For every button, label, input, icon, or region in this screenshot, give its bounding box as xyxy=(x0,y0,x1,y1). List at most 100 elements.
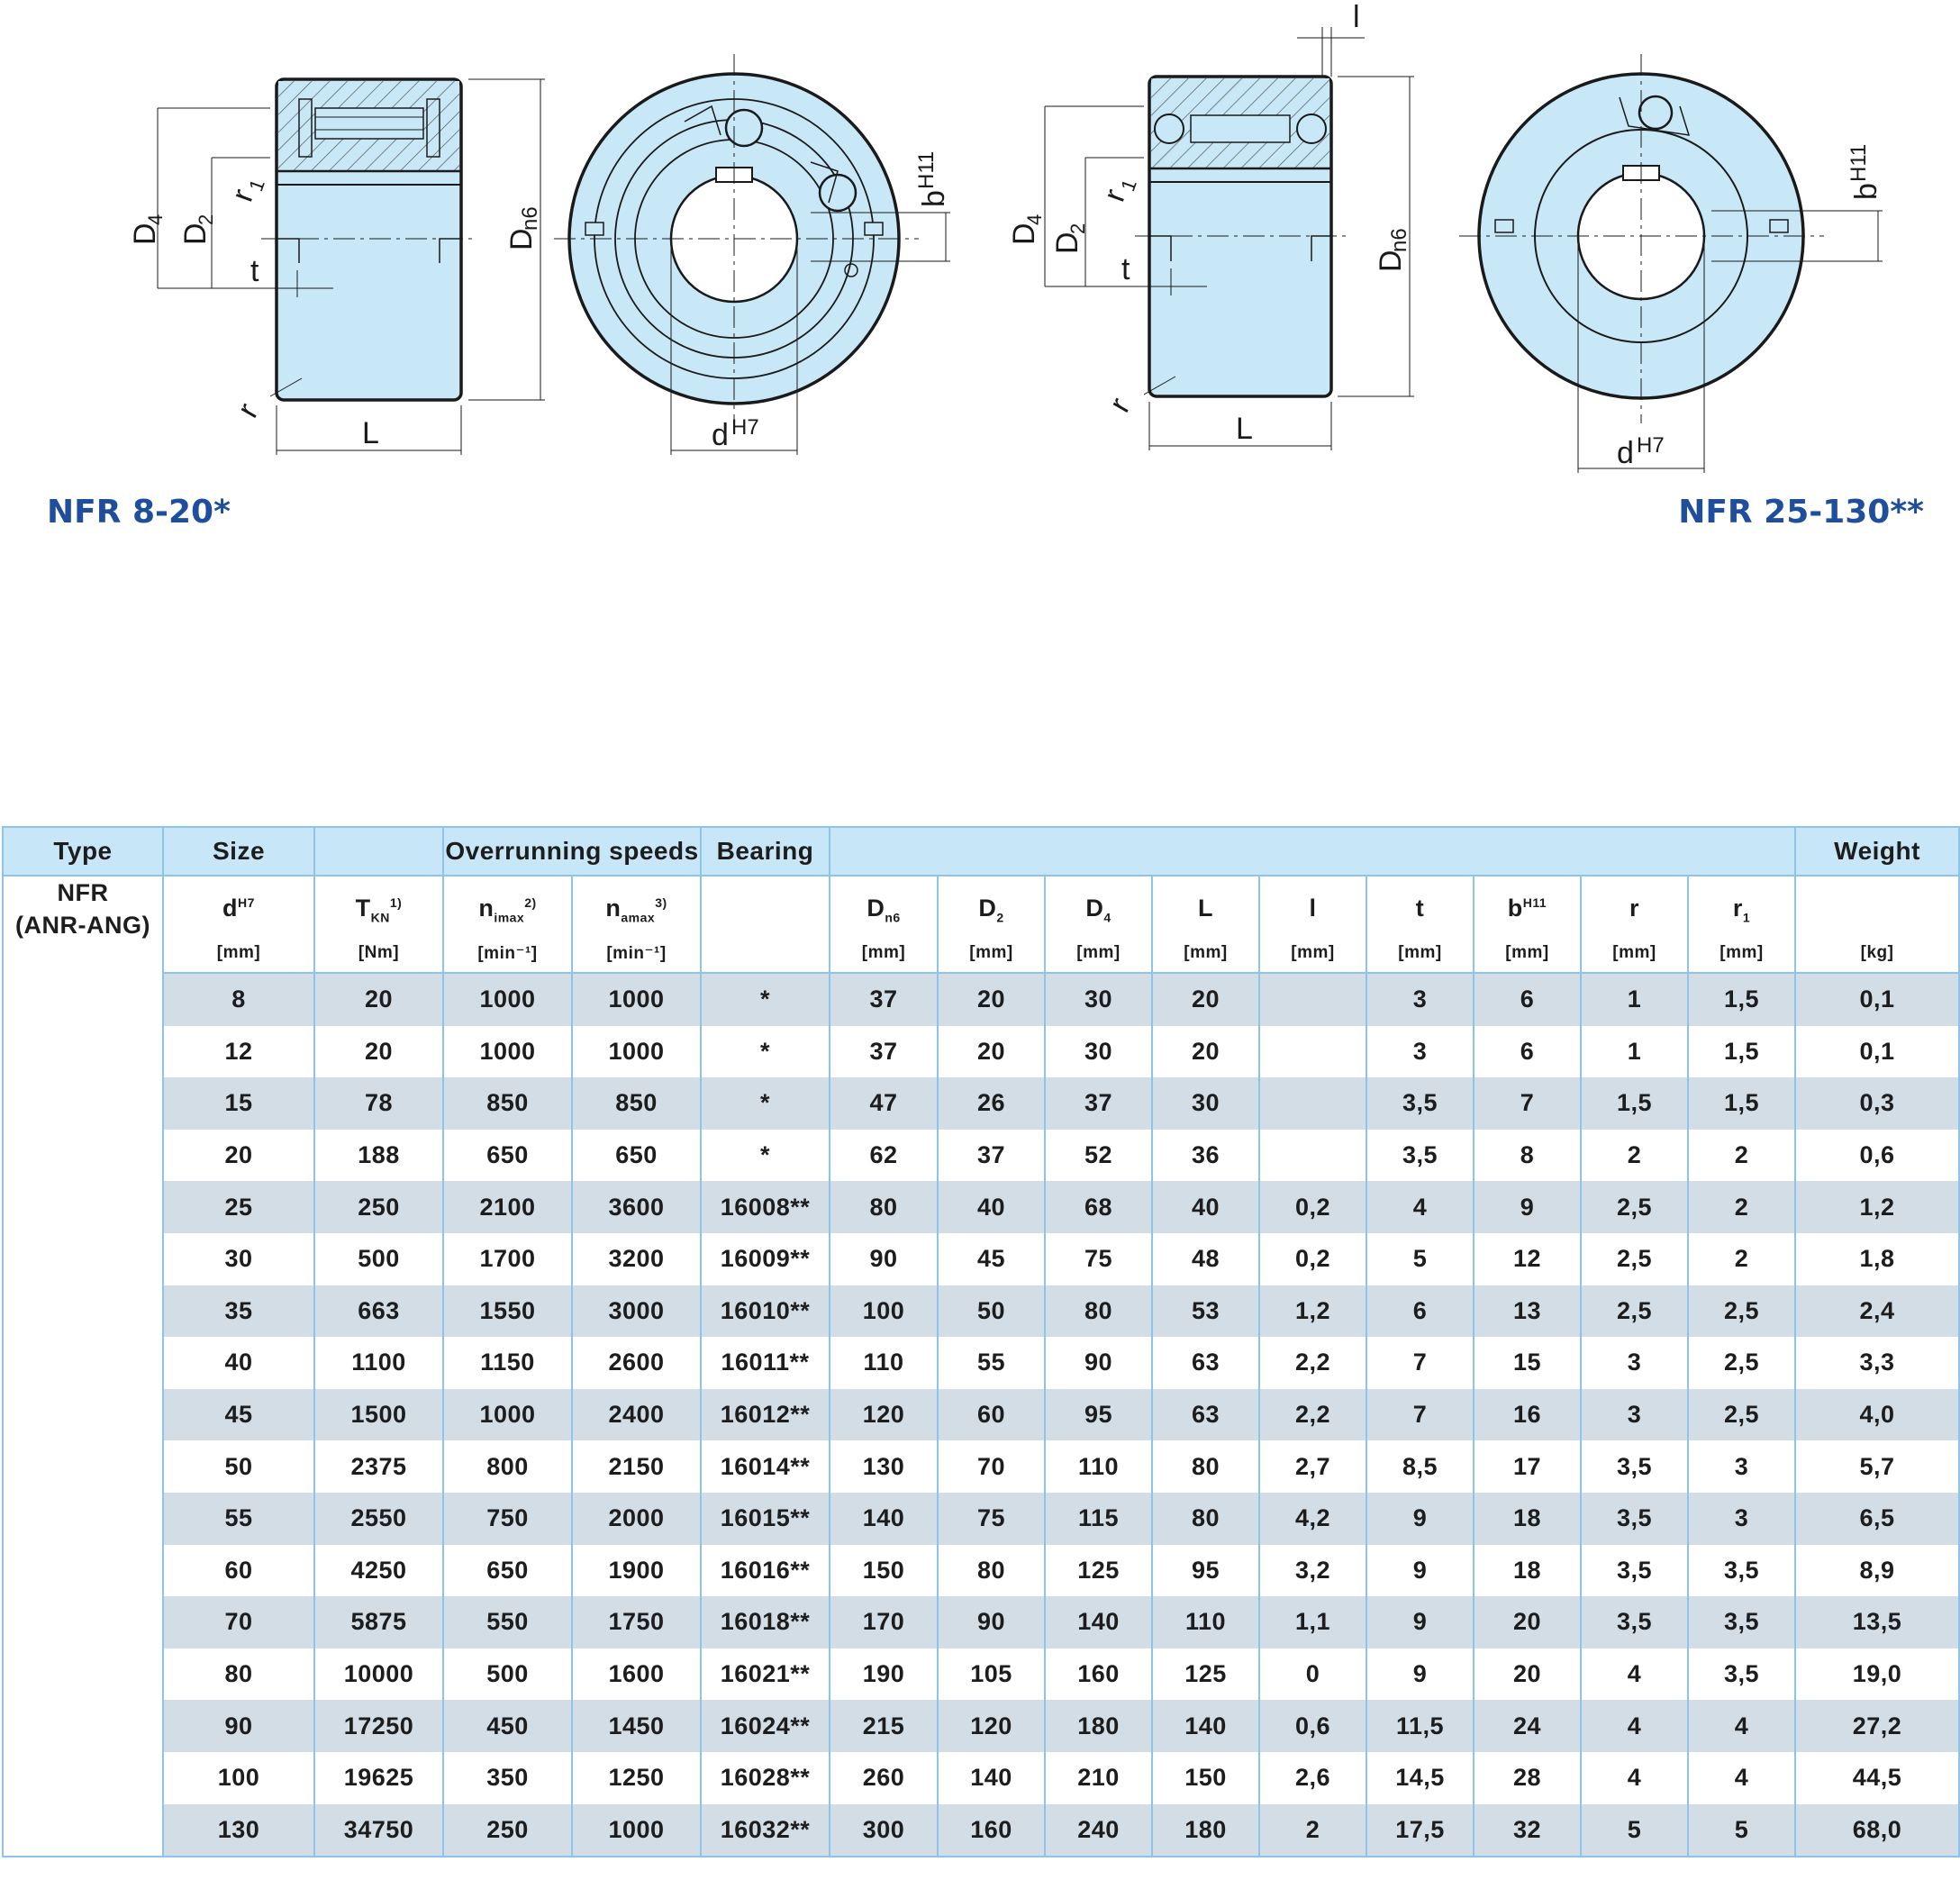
header-size: Size xyxy=(163,826,315,876)
table-cell: 16016** xyxy=(701,1544,831,1597)
table-cell: 2,5 xyxy=(1581,1181,1690,1233)
table-cell: 34750 xyxy=(314,1803,444,1858)
svg-text:4: 4 xyxy=(1023,214,1046,225)
table-cell: 55 xyxy=(938,1337,1047,1389)
table-cell: 90 xyxy=(1045,1337,1154,1389)
table-cell: 1150 xyxy=(443,1337,573,1389)
table-cell: 70 xyxy=(162,1596,315,1648)
table-cell xyxy=(1259,1077,1368,1130)
table-cell: 110 xyxy=(1152,1596,1261,1648)
table-cell: 0 xyxy=(1259,1648,1368,1701)
table-cell: 63 xyxy=(1152,1337,1261,1389)
table-cell: 5 xyxy=(1688,1803,1797,1858)
table-cell: 4 xyxy=(1581,1700,1690,1752)
table-cell: 7 xyxy=(1366,1337,1475,1389)
table-cell: 40 xyxy=(938,1181,1047,1233)
table-cell: 1000 xyxy=(443,972,573,1026)
header-col-6: D2[mm] xyxy=(938,876,1047,973)
table-cell: 2,5 xyxy=(1581,1232,1690,1285)
table-cell xyxy=(1259,972,1368,1026)
table-cell: 0,6 xyxy=(1795,1129,1960,1182)
table-cell: 20 xyxy=(938,1025,1047,1078)
left-front-labels: d H7 b H11 xyxy=(712,151,951,452)
table-cell: 20 xyxy=(1474,1648,1583,1701)
table-cell: 160 xyxy=(1045,1648,1154,1701)
header-col-4 xyxy=(701,876,831,973)
table-cell: 0,2 xyxy=(1259,1232,1368,1285)
table-cell: 140 xyxy=(938,1751,1047,1804)
table-cell: 180 xyxy=(1045,1700,1154,1752)
table-cell: 18 xyxy=(1474,1492,1583,1545)
label-dn6: D xyxy=(504,228,539,250)
table-cell: 2375 xyxy=(314,1440,444,1493)
table-cell: 2,4 xyxy=(1795,1285,1960,1338)
table-cell: 1,5 xyxy=(1688,972,1797,1026)
table-cell: 9 xyxy=(1366,1492,1475,1545)
table-cell: 115 xyxy=(1045,1492,1154,1545)
table-cell: 0,3 xyxy=(1795,1077,1960,1130)
table-cell: 30 xyxy=(162,1232,315,1285)
table-cell: 1250 xyxy=(572,1751,703,1804)
right-side-view xyxy=(1044,27,1414,450)
table-cell: 3 xyxy=(1581,1337,1690,1389)
table-cell: 2550 xyxy=(314,1492,444,1545)
table-cell: 52 xyxy=(1045,1129,1154,1182)
table-cell: 20 xyxy=(1474,1596,1583,1648)
table-cell: 16008** xyxy=(701,1181,831,1233)
table-cell: 3600 xyxy=(572,1181,703,1233)
table-cell: 44,5 xyxy=(1795,1751,1960,1804)
table-cell: 3 xyxy=(1688,1492,1797,1545)
table-cell: 20 xyxy=(938,972,1047,1026)
table-cell: 1,5 xyxy=(1581,1077,1690,1130)
table-cell: 180 xyxy=(1152,1803,1261,1858)
table-cell: 80 xyxy=(1152,1492,1261,1545)
table-cell: 190 xyxy=(830,1648,939,1701)
table-cell: 2400 xyxy=(572,1388,703,1441)
table-cell: 3,5 xyxy=(1581,1544,1690,1597)
table-cell: 17,5 xyxy=(1366,1803,1475,1858)
table-cell: 3000 xyxy=(572,1285,703,1338)
table-cell: 120 xyxy=(830,1388,939,1441)
header-col-9: l[mm] xyxy=(1259,876,1368,973)
label-dh7: d xyxy=(712,418,729,452)
table-cell: 20 xyxy=(314,1025,444,1078)
header-col-2: nimax2)[min⁻¹] xyxy=(443,876,573,973)
table-cell: 3 xyxy=(1581,1388,1690,1441)
table-cell: 20 xyxy=(1152,1025,1261,1078)
table-cell: 500 xyxy=(314,1232,444,1285)
table-cell: 6 xyxy=(1474,1025,1583,1078)
table-cell: 45 xyxy=(938,1232,1047,1285)
table-cell: 25 xyxy=(162,1181,315,1233)
table-cell: 2,6 xyxy=(1259,1751,1368,1804)
svg-text:H11: H11 xyxy=(914,151,939,189)
table-cell: 1000 xyxy=(443,1388,573,1441)
header-speeds: Overrunning speeds xyxy=(443,826,703,876)
table-cell: 19,0 xyxy=(1795,1648,1960,1701)
table-cell: 2,5 xyxy=(1581,1285,1690,1338)
label-t: t xyxy=(1121,252,1130,286)
table-cell: 3,5 xyxy=(1366,1129,1475,1182)
table-cell: 9 xyxy=(1366,1596,1475,1648)
table-cell: 37 xyxy=(830,1025,939,1078)
table-cell: 8,9 xyxy=(1795,1544,1960,1597)
table-cell: 53 xyxy=(1152,1285,1261,1338)
table-cell: 70 xyxy=(938,1440,1047,1493)
table-cell: 1750 xyxy=(572,1596,703,1648)
table-cell: 63 xyxy=(1152,1388,1261,1441)
table-cell: 20 xyxy=(1152,972,1261,1026)
table-cell: 2600 xyxy=(572,1337,703,1389)
table-cell: 30 xyxy=(1045,1025,1154,1078)
table-cell: 110 xyxy=(830,1337,939,1389)
table-cell: 15 xyxy=(162,1077,315,1130)
table-cell: 4 xyxy=(1581,1751,1690,1804)
table-cell: 90 xyxy=(938,1596,1047,1648)
table-cell: 750 xyxy=(443,1492,573,1545)
table-cell: 13 xyxy=(1474,1285,1583,1338)
